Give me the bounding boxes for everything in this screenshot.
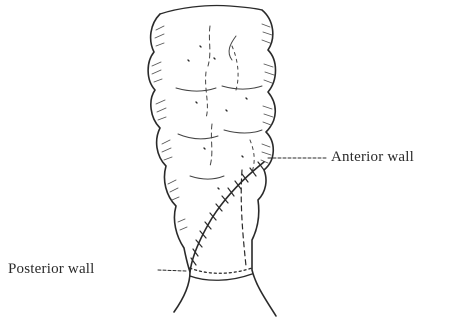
anastomosis-ring [190, 268, 252, 273]
left-shading-hatch [152, 26, 187, 230]
posterior-wall-label: Posterior wall [8, 262, 95, 277]
anastomosis-ring-lower [190, 274, 252, 280]
anterior-wall-suture-dashed [241, 170, 246, 266]
anterior-wall-label: Anterior wall [331, 150, 414, 165]
haustral-folds [176, 26, 262, 179]
bowel-top-edge [160, 5, 262, 14]
suture-stitches [191, 162, 264, 265]
posterior-leader-line [158, 270, 186, 271]
bowel-left-contour [148, 14, 190, 312]
